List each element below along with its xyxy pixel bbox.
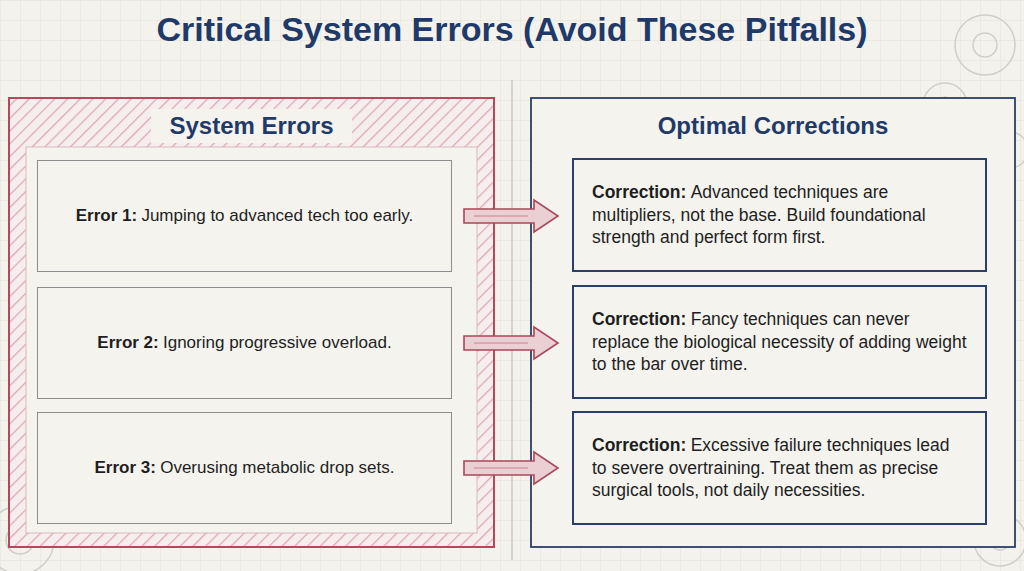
error-box: Error 2: Ignoring progressive overload. <box>37 287 452 399</box>
box-heading: Error 1: <box>76 206 137 225</box>
box-heading: Correction: <box>592 309 686 329</box>
box-text: Ignoring progressive overload. <box>163 333 392 352</box>
diagram-title: Critical System Errors (Avoid These Pitf… <box>0 10 1024 49</box>
error-panel-inner <box>26 147 477 533</box>
correction-panel-frame <box>531 98 1015 547</box>
arrow-inner-line <box>474 343 528 344</box>
block-arrow <box>464 452 558 484</box>
panel-heading: Optimal Corrections <box>640 109 907 143</box>
correction-box: Correction:Fancy techniques can never re… <box>572 285 987 399</box>
correction-box: Correction:Advanced techniques are multi… <box>572 158 987 272</box>
box-heading: Correction: <box>592 182 686 202</box>
error-box: Error 3: Overusing metabolic drop sets. <box>37 412 452 524</box>
block-arrow <box>464 200 558 232</box>
gear-decor <box>0 15 1024 571</box>
arrow-inner-line <box>474 468 528 469</box>
correction-panel: Optimal CorrectionsCorrection:Advanced t… <box>530 97 1016 548</box>
correction-box: Correction:Excessive failure techniques … <box>572 411 987 525</box>
error-box: Error 1:Jumping to advanced tech too ear… <box>37 160 452 272</box>
box-text: Overusing metabolic drop sets. <box>160 458 394 477</box>
box-text: Jumping to advanced tech too early. <box>141 206 413 225</box>
panel-heading: System Errors <box>151 109 351 143</box>
error-panel-frame <box>9 98 494 547</box>
box-heading: Correction: <box>592 435 686 455</box>
center-divider <box>511 80 513 560</box>
block-arrow <box>464 327 558 359</box>
box-heading: Error 2: <box>97 333 158 352</box>
box-heading: Error 3: <box>94 458 155 477</box>
arrow-inner-line <box>474 216 528 217</box>
error-panel: System ErrorsError 1:Jumping to advanced… <box>8 97 495 548</box>
